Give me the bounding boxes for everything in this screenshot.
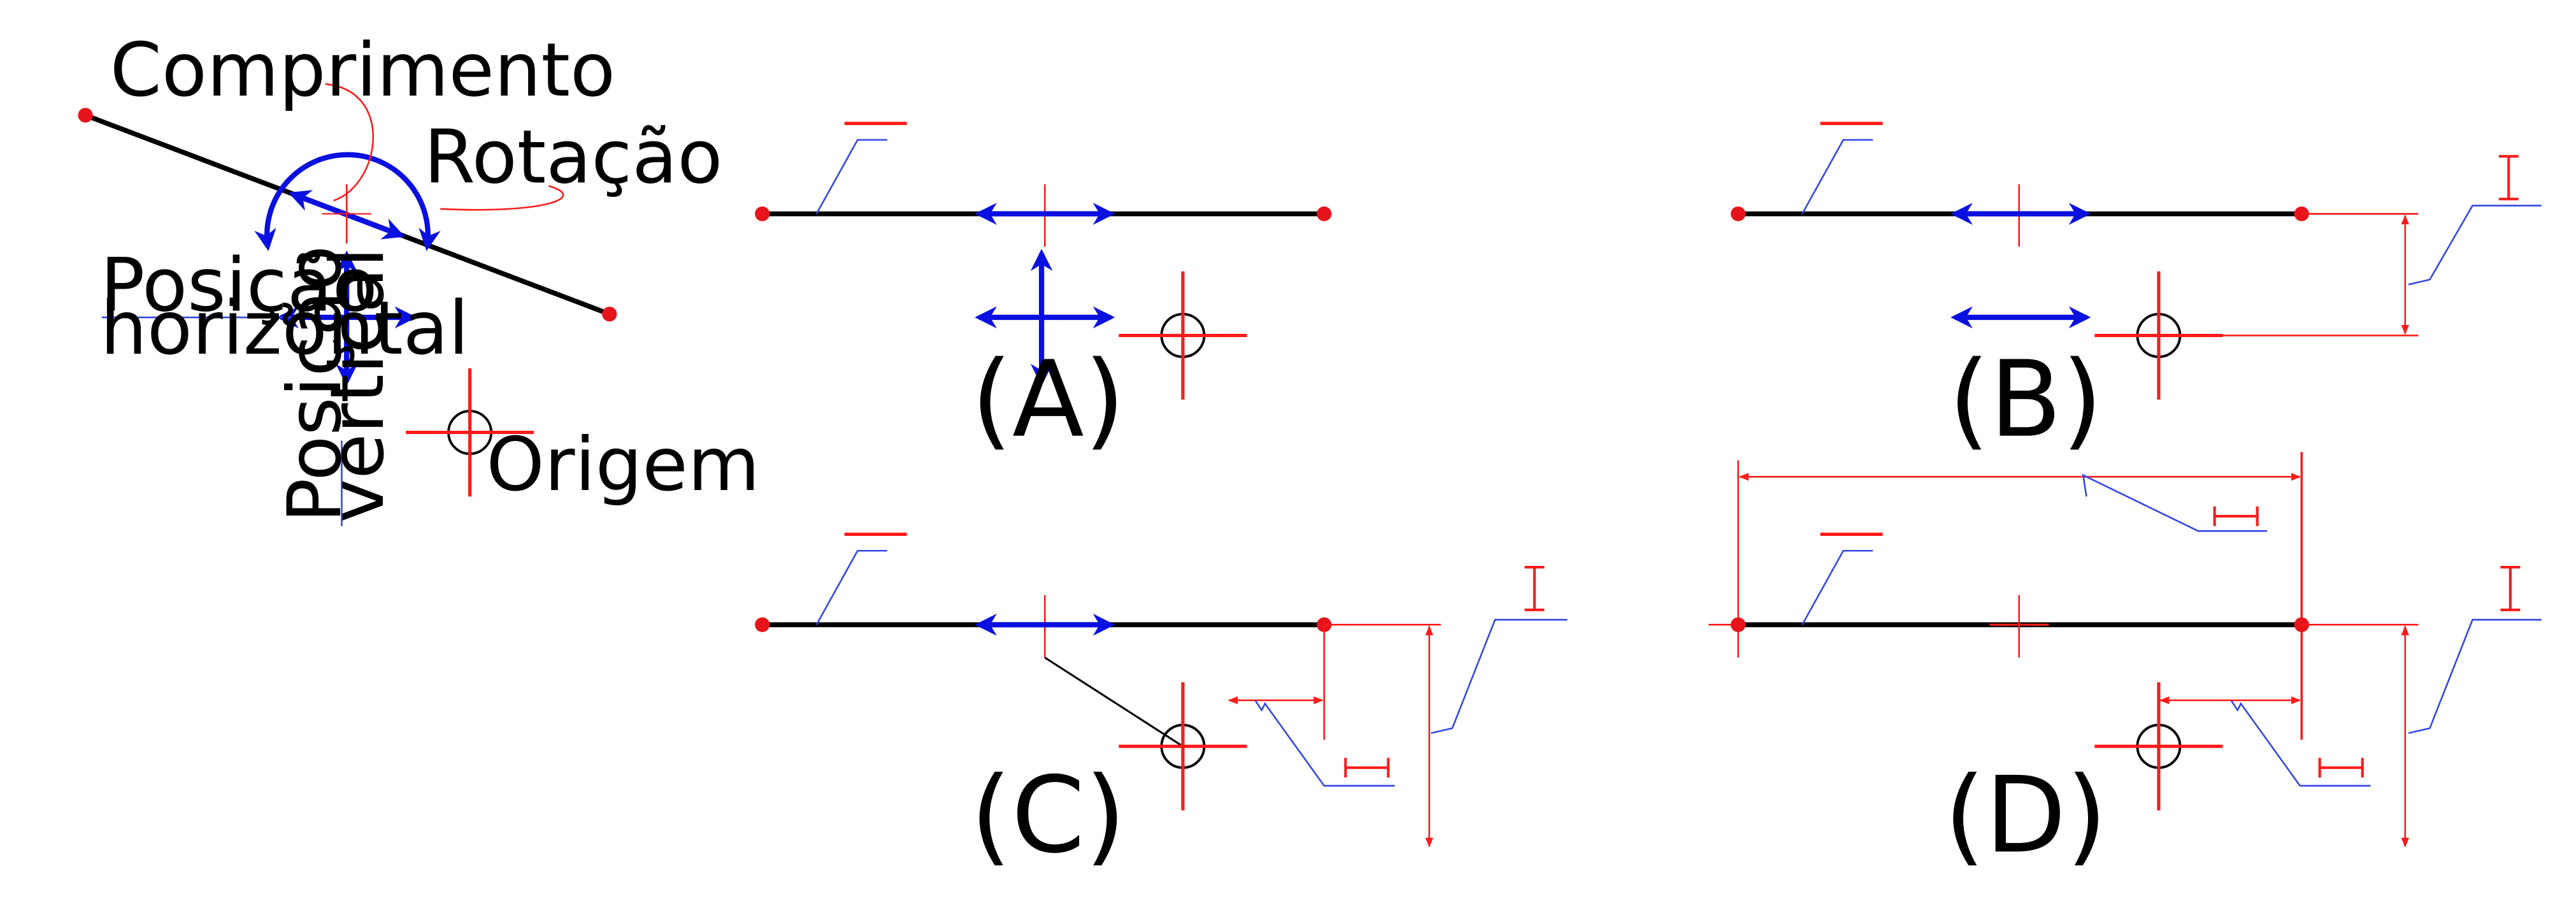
origin-icon — [406, 368, 534, 497]
angle-constraint-leader — [815, 549, 887, 625]
angle-constraint-leader — [815, 139, 887, 215]
legend-endpoint-left — [78, 108, 93, 123]
origin-icon — [1119, 271, 1247, 400]
rotation-arc — [254, 152, 441, 252]
length-leader — [325, 83, 375, 202]
legend-endpoint-right — [602, 307, 617, 322]
label-rotation: Rotação — [424, 115, 722, 201]
vertical-constraint-icon — [1524, 565, 1545, 612]
label-length: Comprimento — [110, 27, 615, 113]
origin-icon — [2094, 271, 2223, 400]
angle-constraint-leader — [1801, 549, 1873, 625]
endpoint — [1731, 617, 1746, 632]
panel-label: (D) — [1944, 754, 2107, 876]
label-horizontal-1: Posição — [100, 243, 377, 329]
panel-label: (B) — [1949, 338, 2103, 461]
length-constraint-icon — [2213, 506, 2259, 526]
origin-link — [1044, 656, 1184, 747]
origin-icon — [1119, 682, 1247, 811]
panel-a: (A) — [755, 122, 1332, 461]
origin-icon — [2094, 682, 2223, 811]
horizontal-dimension-leader — [2230, 700, 2371, 787]
horizontal-dimension-leader — [1254, 700, 1395, 787]
panel-d: (D) — [1708, 452, 2542, 876]
legend-group: Comprimento Rotação Posição horizontal P… — [78, 27, 760, 526]
horizontal-constraint-icon — [1344, 758, 1390, 778]
panel-b: (B) — [1731, 122, 2542, 461]
vertical-dimension-leader — [2408, 619, 2542, 734]
panel-label: (A) — [971, 338, 1126, 461]
endpoint — [1731, 206, 1746, 222]
rotation-leader — [440, 185, 564, 211]
label-vertical-1: Posição — [272, 245, 358, 523]
angle-constraint-leader — [1801, 139, 1873, 215]
panel-c: (C) — [755, 532, 1568, 876]
endpoint — [755, 617, 770, 632]
horizontal-constraint-icon — [2318, 758, 2364, 778]
vertical-constraint-icon — [2500, 565, 2521, 612]
panel-label: (C) — [970, 754, 1126, 876]
endpoint — [755, 206, 770, 222]
endpoint — [1317, 206, 1332, 222]
label-vertical-2: vertical — [315, 247, 401, 523]
vertical-dimension-leader — [1431, 619, 1568, 734]
label-horizontal-2: horizontal — [100, 285, 469, 372]
vertical-constraint-icon — [2498, 155, 2519, 201]
label-origin: Origem — [486, 422, 759, 508]
vertical-dimension-leader — [2408, 205, 2542, 285]
length-dimension-leader — [2082, 473, 2268, 532]
